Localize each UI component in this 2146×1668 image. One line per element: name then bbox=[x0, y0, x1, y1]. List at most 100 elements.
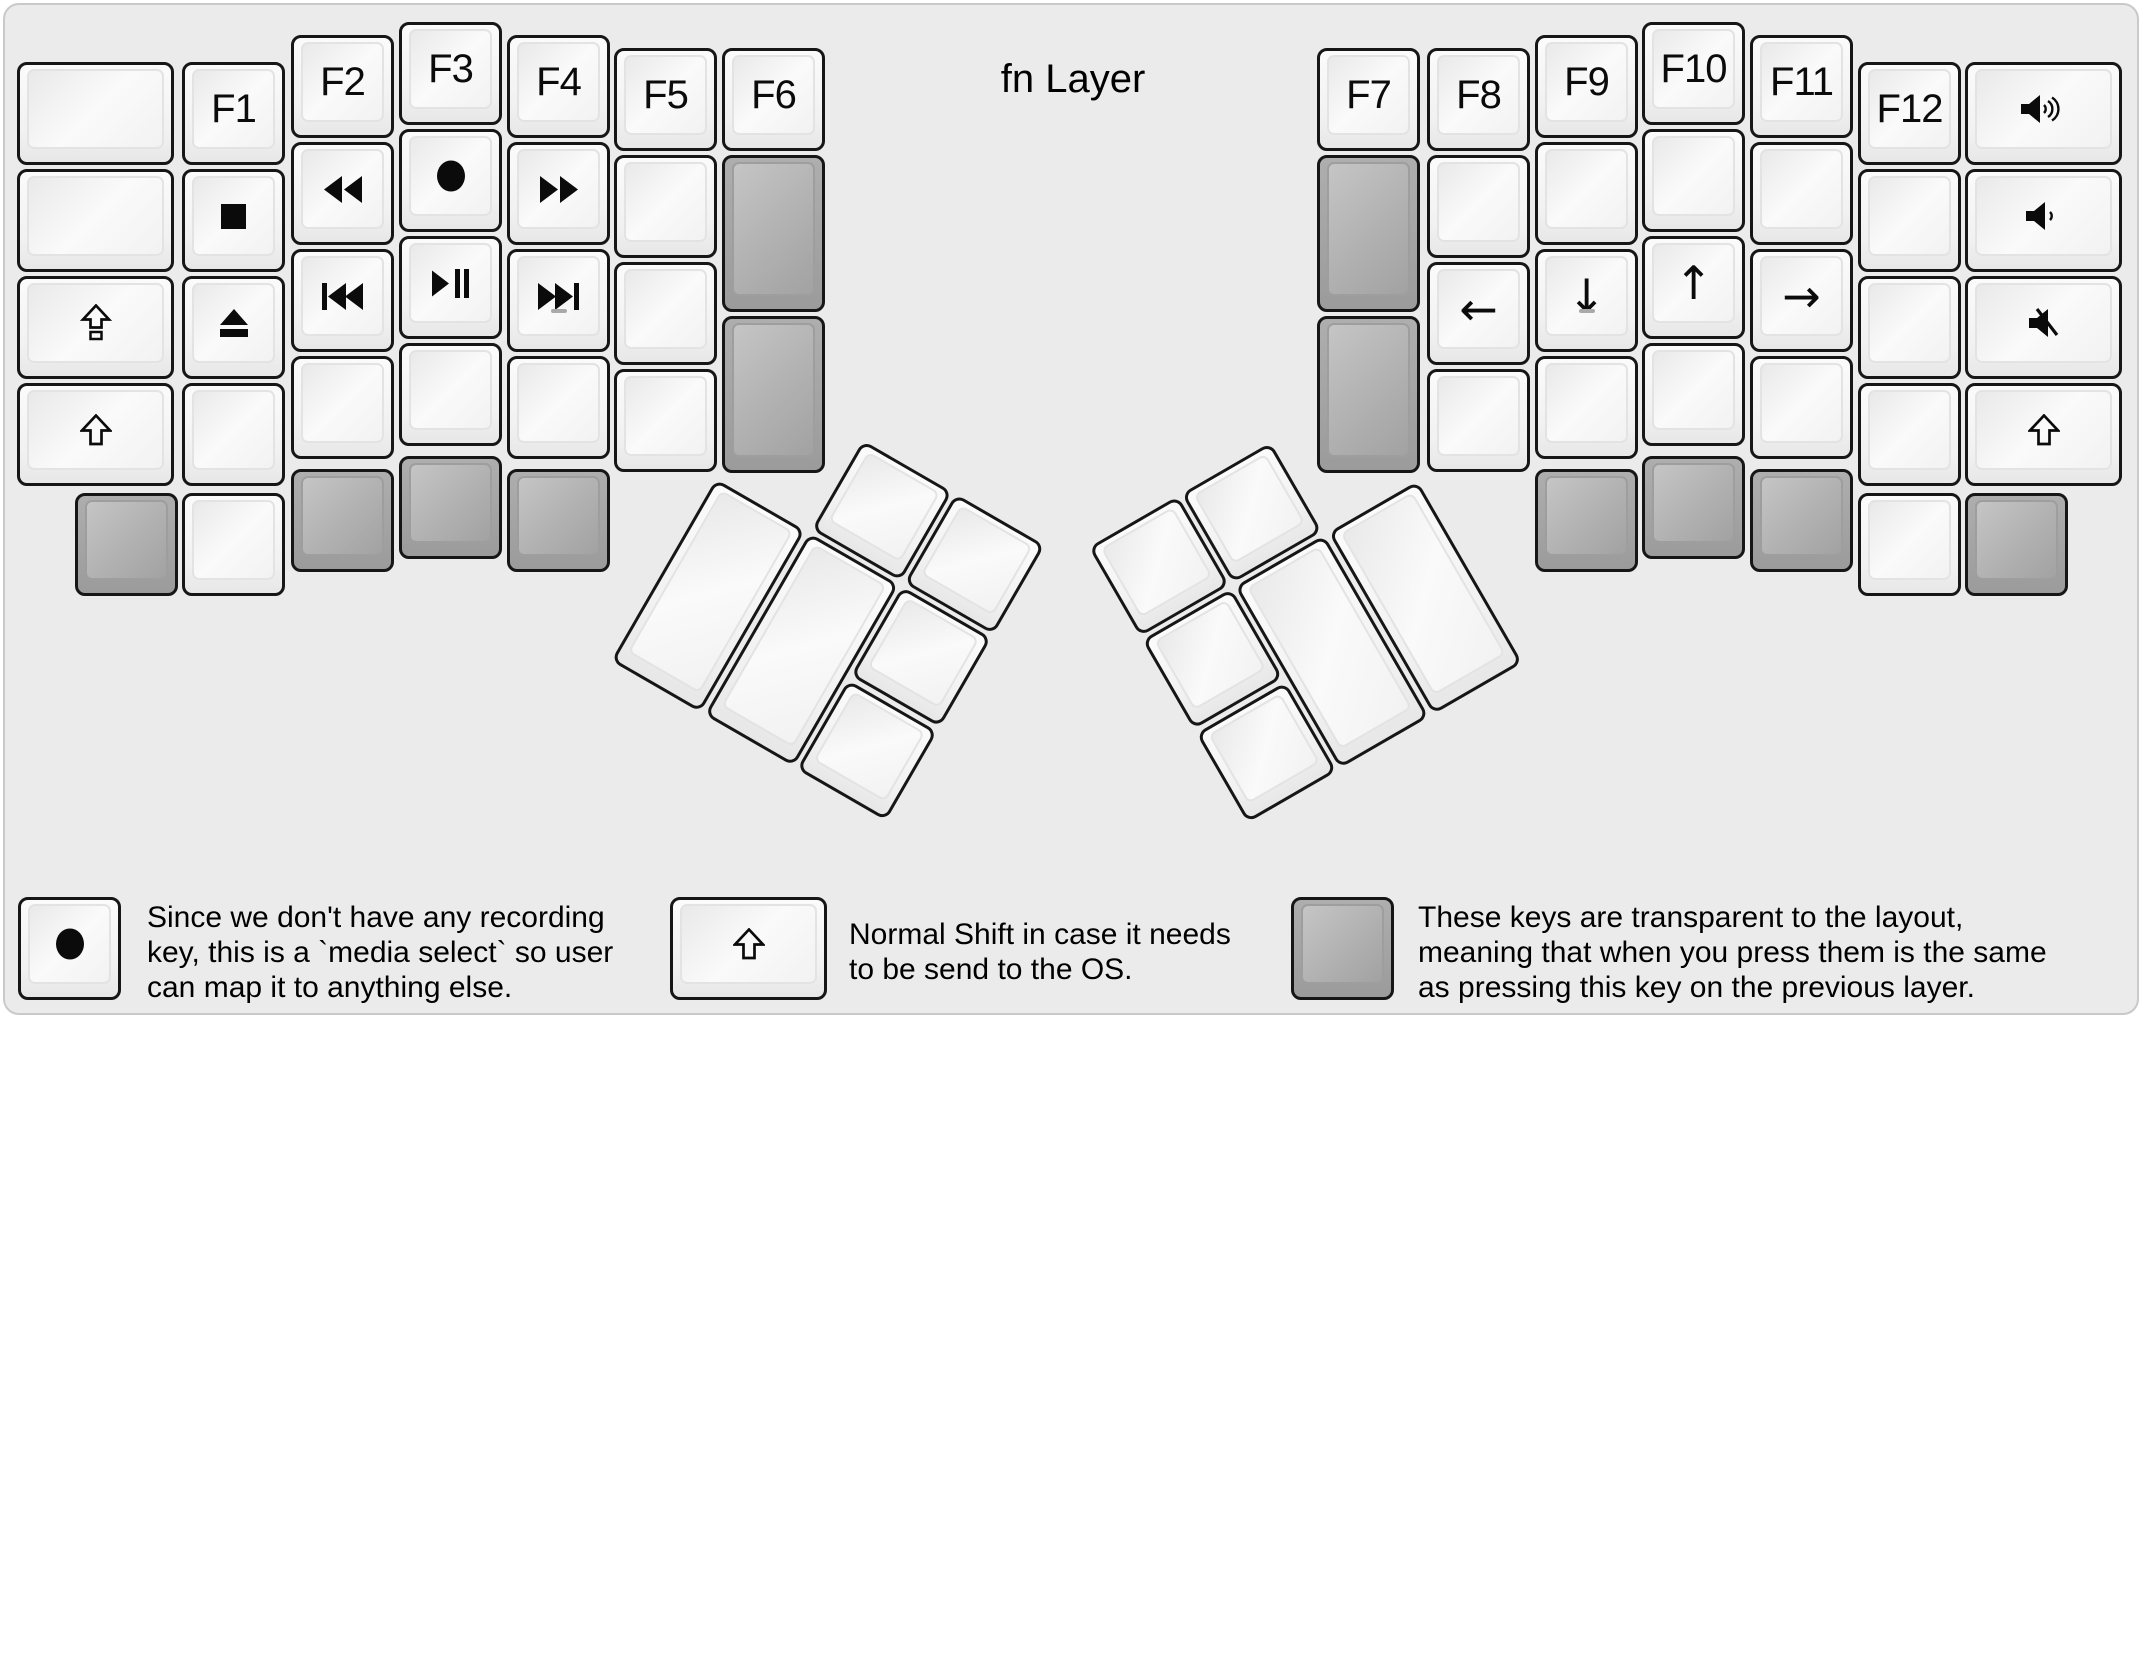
volume-down-icon bbox=[2025, 201, 2062, 231]
key-blank bbox=[182, 493, 285, 596]
key-arrow-down: ↓ bbox=[1535, 249, 1638, 352]
keycap-face bbox=[27, 176, 164, 256]
keycap-face bbox=[1868, 176, 1951, 256]
key-blank bbox=[1535, 356, 1638, 459]
keycap-face: F4 bbox=[517, 42, 600, 122]
key-label: F1 bbox=[211, 86, 257, 131]
shift-icon bbox=[79, 414, 112, 446]
key-rewind bbox=[291, 142, 394, 245]
keycap-face bbox=[27, 390, 164, 470]
keycap-face bbox=[732, 323, 815, 457]
key-label: F2 bbox=[320, 59, 366, 104]
keycap-face bbox=[1975, 176, 2112, 256]
next-track-icon bbox=[538, 282, 579, 310]
key-blank bbox=[291, 356, 394, 459]
key-label: F11 bbox=[1770, 59, 1834, 104]
record-icon bbox=[436, 160, 466, 192]
key-stop bbox=[182, 169, 285, 272]
keycap-face bbox=[1545, 149, 1628, 229]
keycap-face bbox=[517, 476, 600, 556]
keycap-face: F3 bbox=[409, 29, 492, 109]
key-blank bbox=[614, 155, 717, 258]
homing-dash-marker bbox=[1578, 309, 1595, 313]
key-record bbox=[18, 897, 121, 1000]
key-transparent bbox=[1965, 493, 2068, 596]
legend-text: These keys are transparent to the layout… bbox=[1418, 900, 2047, 1005]
keycap-face bbox=[1760, 149, 1843, 229]
keycap-face: F8 bbox=[1437, 55, 1520, 135]
keycap-face bbox=[732, 162, 815, 296]
key-label: F5 bbox=[643, 72, 689, 117]
key-blank bbox=[614, 369, 717, 472]
key-transparent bbox=[1291, 897, 1394, 1000]
key-f11: F11 bbox=[1750, 35, 1853, 138]
keycap-face bbox=[1868, 500, 1951, 580]
keycap-face bbox=[28, 904, 111, 984]
keycap-face bbox=[409, 350, 492, 430]
keycap-face: F11 bbox=[1760, 42, 1843, 122]
key-blank bbox=[1858, 169, 1961, 272]
keycap-face bbox=[1301, 904, 1384, 984]
keycap-face bbox=[624, 376, 707, 456]
arrow-left-icon: ← bbox=[1459, 282, 1498, 336]
keycap-face bbox=[1975, 390, 2112, 470]
keycap-face: F2 bbox=[301, 42, 384, 122]
keycap-face bbox=[301, 256, 384, 336]
keycap-face bbox=[192, 176, 275, 256]
layer-title: fn Layer bbox=[1000, 57, 1146, 101]
keycap-face: F6 bbox=[732, 55, 815, 135]
key-label: F4 bbox=[536, 59, 582, 104]
key-blank bbox=[1858, 383, 1961, 486]
key-volume-down bbox=[1965, 169, 2122, 272]
keycap-face bbox=[1652, 136, 1735, 216]
keycap-face bbox=[624, 162, 707, 242]
homing-dash-marker bbox=[550, 309, 567, 313]
keycap-face bbox=[624, 269, 707, 349]
keycap-face bbox=[301, 149, 384, 229]
key-f4: F4 bbox=[507, 35, 610, 138]
legend-text-line: These keys are transparent to the layout… bbox=[1418, 901, 1964, 934]
volume-up-icon bbox=[2021, 94, 2066, 124]
play-pause-icon bbox=[432, 268, 469, 298]
key-blank bbox=[17, 169, 174, 272]
keycap-face bbox=[409, 136, 492, 216]
key-transparent bbox=[1317, 316, 1420, 473]
keycap-face bbox=[1868, 283, 1951, 363]
key-label: F8 bbox=[1456, 72, 1502, 117]
keycap-face bbox=[1760, 363, 1843, 443]
shift-icon bbox=[732, 928, 765, 960]
legend-text-line: to be send to the OS. bbox=[849, 953, 1133, 986]
key-blank bbox=[1535, 142, 1638, 245]
keycap-face bbox=[1327, 162, 1410, 296]
legend-text-line: can map it to anything else. bbox=[147, 971, 513, 1004]
keycap-face: F5 bbox=[624, 55, 707, 135]
key-label: F12 bbox=[1876, 86, 1944, 131]
key-label: F7 bbox=[1346, 72, 1392, 117]
key-record bbox=[399, 129, 502, 232]
key-prev-track bbox=[291, 249, 394, 352]
keycap-face: F12 bbox=[1868, 69, 1951, 149]
key-volume-mute bbox=[1965, 276, 2122, 379]
keycap-face bbox=[192, 500, 275, 580]
key-volume-up bbox=[1965, 62, 2122, 165]
keycap-face bbox=[301, 363, 384, 443]
key-transparent bbox=[722, 155, 825, 312]
keycap-face: F9 bbox=[1545, 42, 1628, 122]
keycap-face bbox=[301, 476, 384, 556]
stop-icon bbox=[221, 203, 246, 229]
key-f6: F6 bbox=[722, 48, 825, 151]
key-blank bbox=[507, 356, 610, 459]
key-blank bbox=[1750, 356, 1853, 459]
keycap-face: → bbox=[1760, 256, 1843, 336]
key-f10: F10 bbox=[1642, 22, 1745, 125]
key-blank bbox=[1642, 343, 1745, 446]
keycap-face bbox=[1652, 463, 1735, 543]
volume-mute-icon bbox=[2027, 307, 2061, 339]
keycap-face bbox=[1100, 506, 1212, 618]
key-arrow-up: ↑ bbox=[1642, 236, 1745, 339]
key-transparent bbox=[1535, 469, 1638, 572]
key-blank bbox=[1858, 276, 1961, 379]
key-eject bbox=[182, 276, 285, 379]
key-f12: F12 bbox=[1858, 62, 1961, 165]
keycap-face: ↓ bbox=[1545, 256, 1628, 336]
